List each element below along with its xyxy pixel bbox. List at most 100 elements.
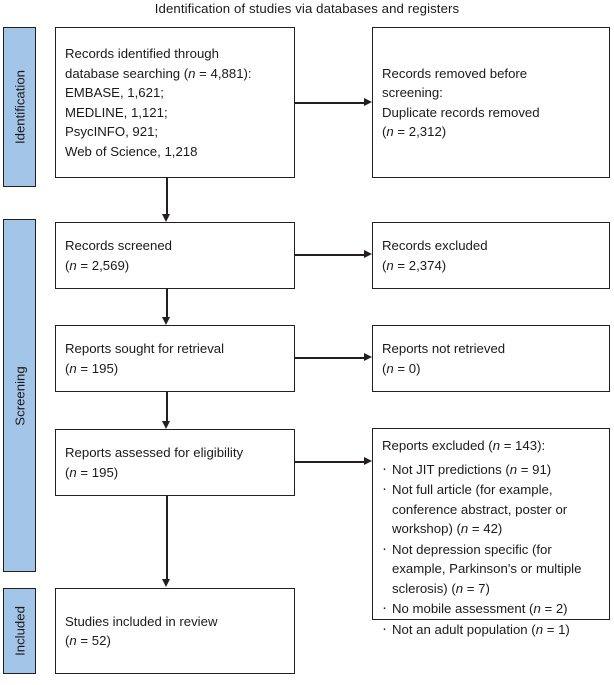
phase-label-included: Included xyxy=(3,588,36,674)
phase-label-screening: Screening xyxy=(3,219,36,572)
connector-sought-to-not-retrieved xyxy=(295,357,365,359)
box-reports-excluded-text: Reports excluded (n = 143): Not JIT pred… xyxy=(373,429,609,640)
list-item: Not an adult population (n = 1) xyxy=(382,619,601,640)
reports-excluded-reason-list: Not JIT predictions (n = 91) Not full ar… xyxy=(382,459,601,640)
phase-label-identification: Identification xyxy=(3,27,36,187)
box-records-removed: Records removed before screening: Duplic… xyxy=(372,27,610,178)
arrowhead-sought-to-not-retrieved xyxy=(364,353,372,362)
reports-assessed-line-2b: = 195) xyxy=(76,464,119,480)
records-identified-line-2a: database searching ( xyxy=(65,65,189,81)
arrowhead-screened-to-sought xyxy=(162,317,171,325)
records-identified-line-5: PsycINFO, 921; xyxy=(65,124,159,139)
box-records-identified: Records identified through database sear… xyxy=(55,27,295,178)
records-identified-line-4: MEDLINE, 1,121; xyxy=(65,104,168,120)
arrowhead-assessed-to-included xyxy=(162,579,171,587)
box-records-screened: Records screened (n = 2,569) xyxy=(55,222,295,289)
reports-not-retrieved-line-1: Reports not retrieved xyxy=(382,341,506,356)
reason-0-a: Not JIT predictions ( xyxy=(392,461,510,477)
connector-identified-to-screened xyxy=(166,178,168,215)
records-removed-line-2: screening: xyxy=(382,85,443,100)
reports-assessed-line-1: Reports assessed for eligibility xyxy=(65,445,244,460)
records-removed-line-4b: = 2,312) xyxy=(393,124,447,139)
reason-0-n-italic: n xyxy=(509,461,518,477)
reports-excluded-heading-a: Reports excluded ( xyxy=(382,438,493,453)
box-reports-assessed-text: Reports assessed for eligibility (n = 19… xyxy=(56,443,294,482)
records-screened-line-1: Records screened xyxy=(65,238,173,253)
studies-included-n-italic: n xyxy=(69,633,77,648)
records-identified-n-italic: n xyxy=(188,65,196,81)
reports-sought-n-italic: n xyxy=(69,360,77,376)
reports-assessed-line-2a: ( xyxy=(65,464,70,480)
records-excluded-line-1: Records excluded xyxy=(382,238,488,253)
reason-2-n-italic: n xyxy=(455,580,464,596)
connector-assessed-to-included xyxy=(166,496,168,580)
connector-screened-to-excluded xyxy=(295,254,365,256)
studies-included-line-1: Studies included in review xyxy=(65,613,218,629)
reports-assessed-n-italic: n xyxy=(69,464,77,480)
studies-included-line-2b: = 52) xyxy=(76,633,111,648)
arrowhead-identified-to-screened xyxy=(162,214,171,222)
list-item: No mobile assessment (n = 2) xyxy=(382,598,601,619)
reports-sought-line-2a: ( xyxy=(65,360,70,376)
box-studies-included-text: Studies included in review (n = 52) xyxy=(56,612,294,651)
reason-4-n-italic: n xyxy=(535,621,544,637)
arrowhead-assessed-to-reports-excluded xyxy=(364,457,372,466)
connector-identified-to-removed xyxy=(295,102,365,104)
reason-2-b: = 7) xyxy=(463,580,490,596)
box-reports-excluded: Reports excluded (n = 143): Not JIT pred… xyxy=(372,428,610,638)
arrowhead-identified-to-removed xyxy=(364,98,372,107)
box-records-identified-text: Records identified through database sear… xyxy=(56,44,294,161)
reason-3-a: No mobile assessment ( xyxy=(392,601,534,616)
connector-assessed-to-reports-excluded xyxy=(295,461,365,463)
records-identified-line-1: Records identified through xyxy=(65,46,219,61)
records-identified-line-2b: = 4,881): xyxy=(195,65,252,81)
records-screened-line-2a: ( xyxy=(65,257,70,273)
reports-sought-line-2b: = 195) xyxy=(76,360,119,376)
reason-0-b: = 91) xyxy=(517,461,552,477)
connector-screened-to-sought xyxy=(166,289,168,318)
list-item: Not depression specific (for example, Pa… xyxy=(382,539,601,599)
box-reports-not-retrieved: Reports not retrieved (n = 0) xyxy=(372,325,610,392)
reason-4-a: Not an adult population ( xyxy=(392,621,536,637)
reports-excluded-heading-b: = 143): xyxy=(500,438,546,453)
box-records-removed-text: Records removed before screening: Duplic… xyxy=(373,64,609,142)
diagram-title: Identification of studies via databases … xyxy=(154,1,460,16)
reason-1-b: = 42) xyxy=(468,521,503,536)
box-reports-not-retrieved-text: Reports not retrieved (n = 0) xyxy=(373,339,609,378)
list-item: Not JIT predictions (n = 91) xyxy=(382,459,601,480)
records-screened-n-italic: n xyxy=(69,257,77,273)
box-records-screened-text: Records screened (n = 2,569) xyxy=(56,236,294,275)
reason-1-a: Not full article (for example, conferenc… xyxy=(392,482,568,536)
reason-3-n-italic: n xyxy=(533,601,541,616)
phase-label-identification-text: Identification xyxy=(12,69,27,145)
list-item: Not full article (for example, conferenc… xyxy=(382,479,601,539)
records-excluded-line-2b: = 2,374) xyxy=(393,257,447,273)
reports-not-retrieved-line-2b: = 0) xyxy=(393,360,421,376)
records-excluded-n-italic: n xyxy=(386,257,394,273)
records-screened-line-2b: = 2,569) xyxy=(76,257,130,273)
box-studies-included: Studies included in review (n = 52) xyxy=(55,588,295,674)
records-removed-line-3: Duplicate records removed xyxy=(382,104,540,120)
connector-sought-to-assessed xyxy=(166,392,168,421)
reports-excluded-heading-n-italic: n xyxy=(492,438,501,453)
records-excluded-line-2a: ( xyxy=(382,257,387,273)
box-reports-sought: Reports sought for retrieval (n = 195) xyxy=(55,325,295,392)
box-records-excluded-text: Records excluded (n = 2,374) xyxy=(373,236,609,275)
records-removed-line-4a: ( xyxy=(382,124,387,139)
records-removed-n-italic: n xyxy=(386,124,394,139)
arrowhead-sought-to-assessed xyxy=(162,421,171,429)
reason-1-n-italic: n xyxy=(460,521,469,536)
reason-3-b: = 2) xyxy=(540,601,568,616)
studies-included-line-2a: ( xyxy=(65,633,70,648)
reports-not-retrieved-n-italic: n xyxy=(386,360,394,376)
box-reports-assessed: Reports assessed for eligibility (n = 19… xyxy=(55,429,295,496)
phase-label-screening-text: Screening xyxy=(12,365,27,426)
reports-not-retrieved-line-2a: ( xyxy=(382,360,387,376)
box-records-excluded: Records excluded (n = 2,374) xyxy=(372,222,610,289)
records-identified-line-3: EMBASE, 1,621; xyxy=(65,85,164,100)
arrowhead-screened-to-excluded xyxy=(364,250,372,259)
reason-4-b: = 1) xyxy=(543,621,570,637)
reason-2-a: Not depression specific (for example, Pa… xyxy=(392,541,582,596)
records-removed-line-1: Records removed before xyxy=(382,65,528,81)
